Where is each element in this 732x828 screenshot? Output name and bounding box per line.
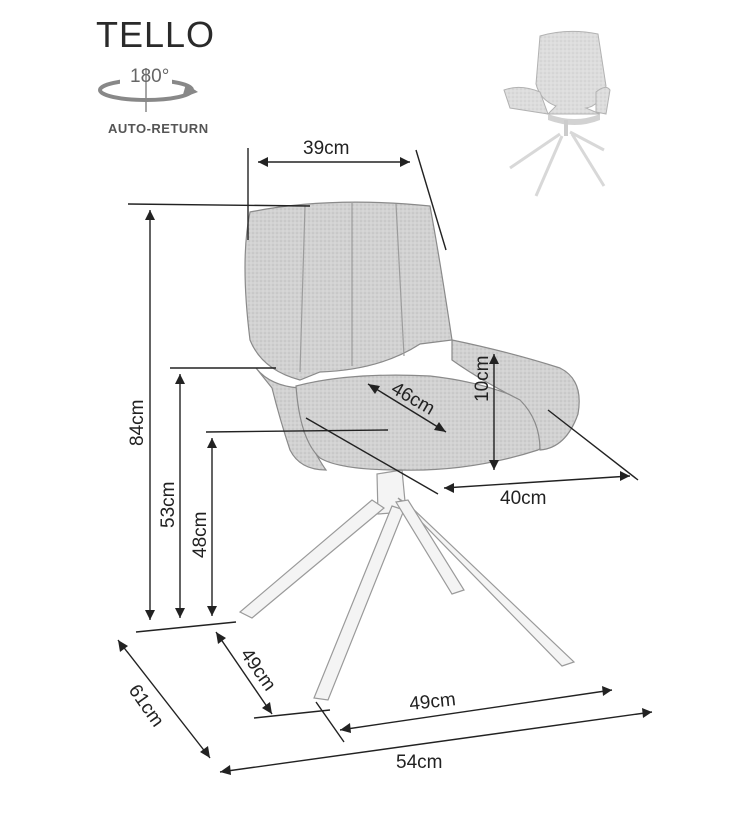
reference-chair-icon (503, 30, 611, 197)
dimension-lines (117, 148, 653, 773)
product-title: TELLO (96, 14, 216, 55)
dim-backrest-width: 39cm (303, 138, 349, 159)
rotation-arrow-icon (98, 68, 198, 112)
dim-armrest-height: 53cm (158, 482, 179, 528)
dim-total-height: 84cm (127, 400, 148, 446)
dim-seat-width: 40cm (500, 488, 546, 509)
dim-base-width: 49cm (408, 689, 456, 715)
chair-left-arm (255, 367, 328, 471)
dim-seat-height: 48cm (190, 512, 211, 558)
chair-legs (238, 469, 576, 701)
chair-right-arm (451, 339, 580, 451)
auto-return-label: AUTO-RETURN (108, 121, 209, 136)
rotation-degrees: 180° (130, 66, 170, 87)
dimension-arrowheads (118, 157, 652, 775)
dim-armrest-rise: 10cm (472, 356, 493, 402)
chair-backrest (244, 201, 453, 381)
chair-seat (295, 374, 549, 471)
dim-total-depth: 61cm (124, 681, 168, 731)
dim-total-width: 54cm (396, 752, 442, 773)
